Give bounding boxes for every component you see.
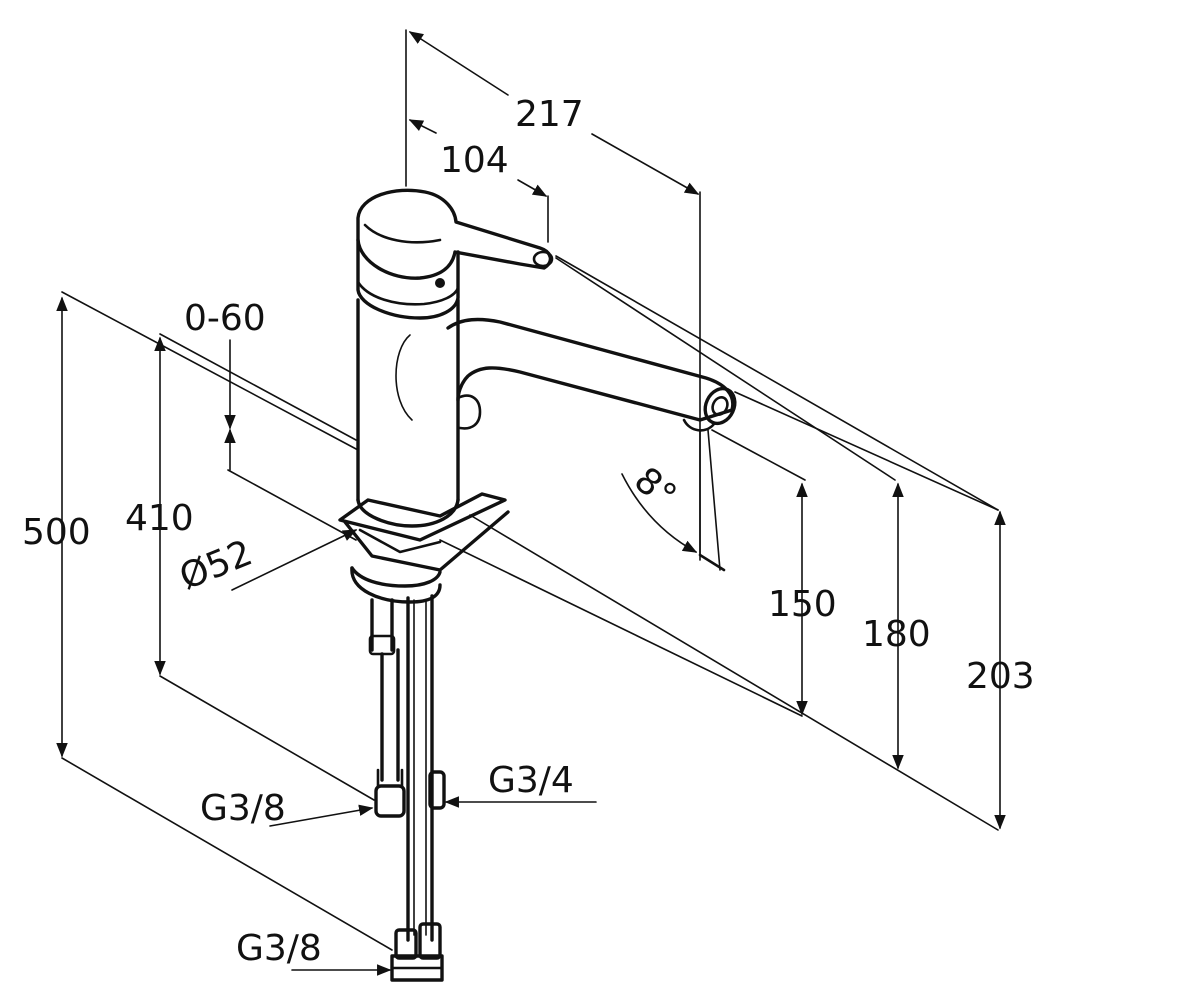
dim-line-217-a (408, 31, 509, 96)
dimension-labels: 217 104 0-60 500 410 Ø52 150 180 203 8° … (22, 94, 1035, 969)
label-g38-lower: G3/8 (236, 928, 322, 969)
label-217: 217 (515, 94, 584, 135)
label-180: 180 (862, 614, 931, 655)
faucet-outline (338, 188, 737, 982)
label-150: 150 (768, 584, 837, 625)
label-0-60: 0-60 (184, 298, 266, 339)
dim-arc-8deg (621, 473, 698, 553)
dim-line-g38-upper (269, 804, 374, 827)
dim-line-217-b (591, 133, 700, 195)
label-g34: G3/4 (488, 760, 574, 801)
label-410: 410 (125, 498, 194, 539)
label-203: 203 (966, 656, 1035, 697)
label-500: 500 (22, 512, 91, 553)
label-104: 104 (440, 140, 509, 181)
dim-line-d52 (231, 529, 358, 591)
dimension-lines (56, 31, 1006, 976)
label-g38-upper: G3/8 (200, 788, 286, 829)
dim-line-104-a (408, 119, 437, 134)
label-8deg: 8° (626, 459, 684, 517)
label-d52: Ø52 (174, 533, 258, 599)
dim-line-104-b (517, 179, 548, 197)
extension-lines (61, 29, 999, 951)
